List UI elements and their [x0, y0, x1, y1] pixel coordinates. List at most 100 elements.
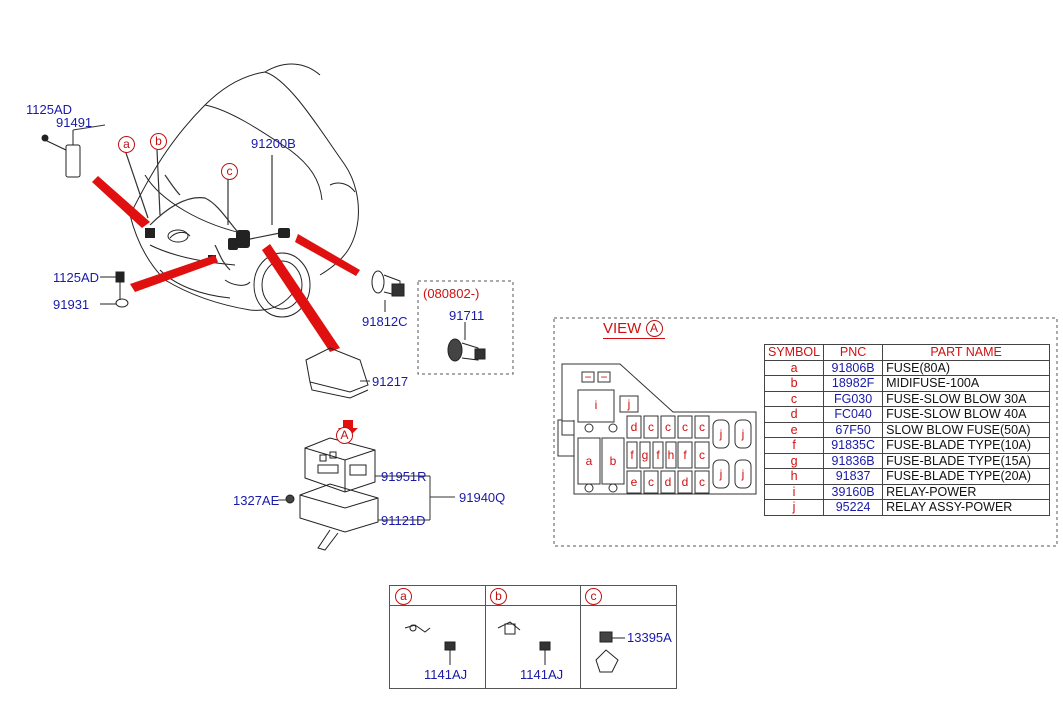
fuse-d-3: d — [681, 475, 689, 489]
cell-symbol: d — [763, 406, 825, 423]
cell-part-name: FUSE-SLOW BLOW 40A — [882, 406, 1051, 423]
fuse-j-3: j — [719, 467, 723, 481]
cell-symbol: c — [763, 390, 825, 407]
label-91121D: 91121D — [381, 513, 426, 528]
cell-pnc: 39160B — [823, 483, 884, 500]
cell-part-name: RELAY ASSY-POWER — [882, 499, 1051, 516]
red-arrows — [92, 176, 360, 352]
fuse-c-3: c — [682, 420, 688, 434]
detail-divider-2 — [580, 586, 581, 688]
cell-pnc: 18982F — [823, 375, 884, 392]
variant-box — [417, 280, 514, 375]
fuse-d-1: d — [630, 420, 638, 434]
label-91200B: 91200B — [251, 136, 296, 151]
label-1141AJ-b: 1141AJ — [520, 667, 564, 682]
fuse-b: b — [609, 454, 617, 468]
cell-pnc: 91835C — [823, 437, 884, 454]
fuse-e-1: e — [630, 475, 638, 489]
cell-symbol: e — [763, 421, 825, 438]
label-91812C: 91812C — [362, 314, 408, 329]
fuse-c-7: c — [699, 475, 705, 489]
header-part-name: PART NAME — [882, 344, 1051, 361]
cell-pnc: 67F50 — [823, 421, 884, 438]
detail-header-c: c — [585, 588, 602, 605]
marker-c: c — [221, 163, 238, 180]
parts-table-header: SYMBOL PNC PART NAME — [763, 344, 1051, 361]
leader-lines — [72, 124, 455, 521]
fuse-block — [557, 363, 757, 495]
cell-symbol: i — [763, 483, 825, 500]
label-1327AE: 1327AE — [233, 493, 280, 508]
view-title-text: VIEW — [603, 320, 642, 337]
cell-part-name: MIDIFUSE-100A — [882, 375, 1051, 392]
fuse-c-4: c — [699, 420, 705, 434]
fuse-minus-1: − — [584, 370, 592, 384]
fuse-d-2: d — [664, 475, 672, 489]
label-91951R: 91951R — [381, 469, 427, 484]
detail-table: a b c — [389, 585, 677, 689]
header-pnc: PNC — [823, 344, 884, 361]
fuse-h-1: h — [667, 448, 675, 462]
fusebox-91951R — [304, 437, 376, 493]
label-91217: 91217 — [372, 374, 409, 389]
cell-symbol: b — [763, 375, 825, 392]
fuse-j-2: j — [741, 427, 745, 441]
detail-divider-1 — [485, 586, 486, 688]
fuse-a: a — [585, 454, 593, 468]
label-91931: 91931 — [53, 297, 90, 312]
bolt-91931 — [100, 271, 129, 308]
cell-part-name: SLOW BLOW FUSE(50A) — [882, 421, 1051, 438]
cell-pnc: 91806B — [823, 359, 884, 376]
label-1141AJ-a: 1141AJ — [424, 667, 468, 682]
view-title-underline — [603, 338, 665, 339]
fuse-g-1: g — [641, 448, 649, 462]
cell-symbol: g — [763, 452, 825, 469]
detail-header-a: a — [395, 588, 412, 605]
cell-part-name: FUSE-SLOW BLOW 30A — [882, 390, 1051, 407]
marker-a: a — [118, 136, 135, 153]
label-1125AD-top: 1125AD — [26, 102, 73, 117]
cell-symbol: h — [763, 468, 825, 485]
cell-pnc: FG030 — [823, 390, 884, 407]
fuse-c-6: c — [648, 475, 654, 489]
fuse-c-5: c — [699, 448, 705, 462]
label-1125AD-mid: 1125AD — [53, 270, 100, 285]
header-symbol: SYMBOL — [763, 344, 825, 361]
tray-91121D — [285, 483, 379, 551]
fuse-c-1: c — [648, 420, 654, 434]
marker-b: b — [150, 133, 167, 150]
cell-pnc: 95224 — [823, 499, 884, 516]
fuse-f-1: f — [630, 448, 634, 462]
label-91491: 91491 — [56, 115, 93, 130]
label-91711: 91711 — [449, 308, 485, 323]
cell-symbol: a — [763, 359, 825, 376]
label-91940Q: 91940Q — [459, 490, 506, 505]
cell-pnc: 91836B — [823, 452, 884, 469]
fuse-j-top: j — [627, 397, 631, 411]
fuse-j-1: j — [719, 427, 723, 441]
sensor-91491 — [41, 130, 81, 178]
fuse-i: i — [594, 398, 598, 412]
harness-lines — [124, 149, 286, 271]
marker-A: A — [336, 427, 353, 444]
detail-header-b: b — [490, 588, 507, 605]
detail-drawings — [404, 621, 625, 673]
fuse-f-2: f — [656, 448, 660, 462]
fuse-j-4: j — [741, 467, 745, 481]
cover-91217 — [305, 347, 369, 399]
grommet-91711 — [447, 322, 486, 362]
fuse-f-3: f — [683, 448, 687, 462]
cell-pnc: 91837 — [823, 468, 884, 485]
cell-part-name: FUSE-BLADE TYPE(20A) — [882, 468, 1051, 485]
cell-pnc: FC040 — [823, 406, 884, 423]
cell-part-name: FUSE-BLADE TYPE(10A) — [882, 437, 1051, 454]
cell-symbol: f — [763, 437, 825, 454]
label-date-range: (080802-) — [423, 286, 480, 301]
